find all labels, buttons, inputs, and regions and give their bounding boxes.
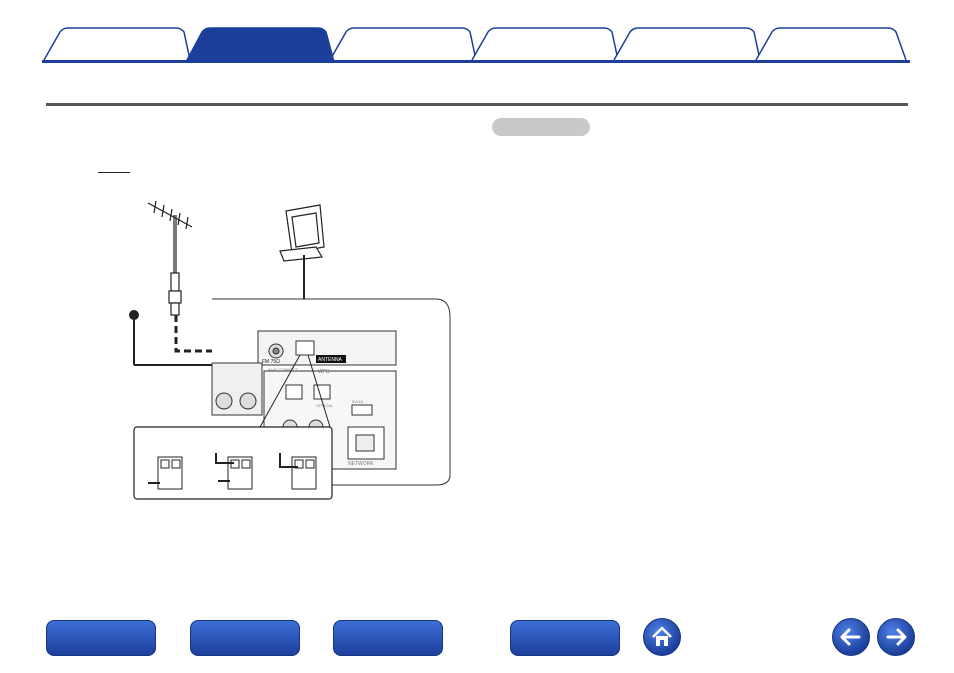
am-loop-antenna-icon: [279, 204, 325, 262]
forward-button[interactable]: [877, 618, 915, 656]
network-label: NETWORK: [348, 461, 374, 467]
tab-bar: [0, 0, 954, 64]
wps-label: WPS: [318, 369, 330, 375]
inset-leader-lines: [259, 354, 331, 428]
footer-nav-button-2[interactable]: [190, 620, 300, 656]
tab-6-shape: [755, 27, 907, 61]
tab-2[interactable]: [196, 34, 326, 54]
fm-terminal-label: FM 75Ω: [262, 359, 280, 365]
tab-4-shape: [471, 27, 619, 61]
wifi-connect-label: Wi-Fi CONNECT: [268, 367, 299, 372]
footer-nav-button-4[interactable]: [510, 620, 620, 656]
push-terminal-step-2-icon: [215, 453, 253, 490]
back-button[interactable]: [832, 618, 870, 656]
footer-nav-button-3[interactable]: [333, 620, 443, 656]
note-underline: [98, 172, 130, 173]
tab-1-shape: [43, 27, 191, 61]
tab-3-shape: [329, 27, 477, 61]
antenna-connection-diagram: FM 75Ω ANTENNA Wi-Fi CONNECT WPS OPTICAL…: [129, 200, 451, 500]
arrow-left-icon: [840, 628, 861, 646]
home-button[interactable]: [643, 618, 681, 656]
ground-lead-icon: [129, 310, 260, 366]
optical-label: OPTICAL: [316, 403, 334, 408]
arrow-right-icon: [886, 628, 907, 646]
antenna-terminal-label: ANTENNA: [318, 357, 343, 363]
tab-3[interactable]: [338, 34, 468, 54]
tab-shapes: [43, 27, 907, 63]
tab-1[interactable]: [52, 34, 182, 54]
section-divider: [46, 103, 908, 106]
tab-5-shape: [613, 27, 761, 61]
home-icon: [652, 626, 672, 646]
tab-6[interactable]: [766, 34, 896, 54]
tab-5[interactable]: [622, 34, 752, 54]
receiver-rear-panel: [211, 298, 451, 486]
note-pill: [492, 118, 590, 136]
tab-4[interactable]: [480, 34, 610, 54]
footer-nav-button-1[interactable]: [46, 620, 156, 656]
push-terminal-step-3-icon: [279, 453, 317, 490]
usb-label: 5V/1A: [352, 399, 363, 404]
push-terminal-step-1-icon: [148, 456, 183, 490]
fm-antenna-icon: [147, 200, 193, 316]
tab-underline: [42, 60, 910, 63]
antenna-terminal-label-bg: [316, 355, 346, 363]
tab-2-active-shape: [184, 27, 335, 63]
